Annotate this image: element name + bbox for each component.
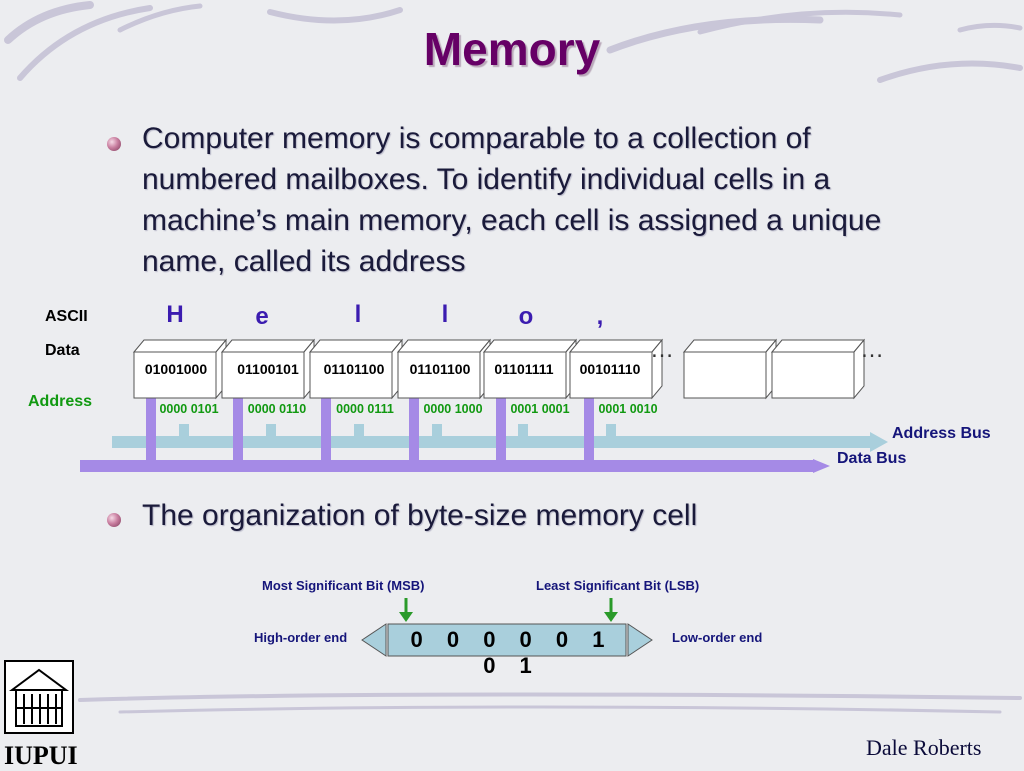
address-value: 0000 1000 — [423, 402, 483, 416]
high-order-arrowhead — [361, 623, 387, 657]
address-value: 0000 0101 — [159, 402, 219, 416]
ascii-letter: , — [596, 303, 604, 330]
logo-text: IUPUI — [4, 741, 78, 770]
cell-value: 01101111 — [494, 361, 554, 377]
footer-author: Dale Roberts — [866, 735, 982, 760]
memory-cell — [482, 338, 578, 400]
memory-cell — [132, 338, 228, 400]
bullet-2-text: The organization of byte-size memory cel… — [142, 499, 698, 532]
memory-cell-empty — [770, 338, 866, 400]
memory-cell-empty — [682, 338, 778, 400]
lsb-label: Least Significant Bit (LSB) — [536, 578, 700, 593]
ellipsis-2: … — [860, 336, 884, 363]
page-title: Memory — [423, 23, 601, 75]
address-value: 0001 0001 — [510, 402, 570, 416]
data-bus-arrowhead — [813, 459, 830, 473]
memory-cell — [568, 338, 664, 400]
byte-arrows — [361, 598, 653, 657]
cell-value: 01101100 — [323, 361, 385, 377]
low-order-label: Low-order end — [672, 630, 763, 645]
address-label: Address — [28, 393, 93, 410]
cell-value: 01001000 — [144, 361, 208, 377]
bullet-1-line-4: name, called its address — [142, 245, 466, 278]
data-label: Data — [45, 342, 80, 359]
address-taps — [179, 424, 616, 438]
address-value: 0001 0010 — [598, 402, 658, 416]
address-value: 0000 0111 — [336, 402, 394, 416]
msb-arrow — [399, 612, 413, 622]
building-icon — [4, 660, 74, 734]
bullet-icon — [107, 513, 121, 527]
data-bus-bar — [80, 460, 813, 472]
data-bus-label: Data Bus — [837, 450, 907, 467]
low-order-arrowhead — [627, 623, 653, 657]
ellipsis-1: … — [650, 336, 674, 363]
ascii-letter: H — [166, 301, 184, 328]
high-order-label: High-order end — [254, 630, 348, 645]
memory-cell — [396, 338, 492, 400]
address-bus-arrowhead — [870, 432, 888, 452]
memory-cells — [132, 338, 866, 400]
lsb-arrow — [604, 612, 618, 622]
ascii-label: ASCII — [45, 308, 88, 325]
cell-value: 01101100 — [409, 361, 471, 377]
byte-bits: 0 0 0 0 0 1 0 1 — [410, 627, 614, 678]
cell-value: 01100101 — [237, 361, 299, 377]
data-connectors — [146, 398, 594, 464]
ascii-letter: l — [441, 301, 449, 328]
bullet-1-line-1: Computer memory is comparable to a colle… — [142, 122, 811, 155]
iupui-logo: IUPUI — [4, 660, 78, 770]
address-bus-label: Address Bus — [892, 425, 991, 442]
ascii-letter: l — [354, 301, 362, 328]
bullet-icon — [107, 137, 121, 151]
ascii-letter: o — [518, 303, 534, 330]
address-bus-bar — [112, 436, 870, 448]
ascii-letter: e — [255, 303, 269, 330]
byte-box — [387, 623, 627, 657]
bullet-1-line-2: numbered mailboxes. To identify individu… — [142, 163, 831, 196]
msb-label: Most Significant Bit (MSB) — [262, 578, 425, 593]
bullet-1-line-3: machine’s main memory, each cell is assi… — [142, 204, 882, 237]
address-value: 0000 0110 — [247, 402, 307, 416]
cell-value: 00101110 — [579, 361, 641, 377]
